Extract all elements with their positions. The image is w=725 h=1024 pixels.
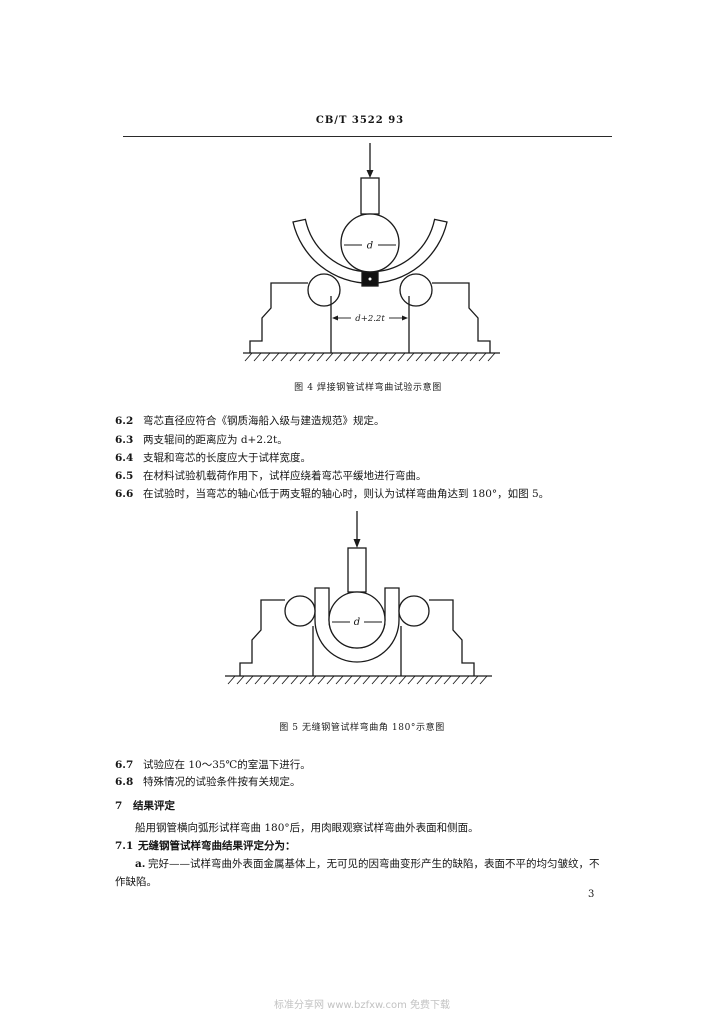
clause-number: 6.3 — [115, 434, 134, 446]
clause-text: 弯芯直径应符合《钢质海船入级与建造规范》规定。 — [143, 415, 385, 427]
support-roller-left — [307, 273, 341, 307]
clause-number: 6.4 — [115, 452, 134, 464]
figure-5-caption: 图 5 无缝钢管试样弯曲角 180°示意图 — [279, 723, 445, 733]
span-dimension-label: d+2.2t — [355, 314, 385, 324]
clause-6-6: 6.6 在试验时，当弯芯的轴心低于两支辊的轴心时，则认为试样弯曲角达到 180°，… — [115, 487, 549, 501]
span-arrowhead-left — [332, 315, 338, 321]
item-a-line-1: a.完好——试样弯曲外表面金属基体上，无可见的因弯曲变形产生的缺陷，表面不平的均… — [135, 857, 600, 871]
clause-text: 在材料试验机载荷作用下，试样应绕着弯芯平缓地进行弯曲。 — [143, 470, 427, 482]
section-number: 7 — [115, 800, 123, 812]
clause-6-7: 6.7 试验应在 10～35℃的室温下进行。 — [115, 758, 311, 772]
clause-number: 6.5 — [115, 470, 134, 482]
standard-code-header: CB/T 3522 93 — [315, 115, 405, 126]
mandrel-diameter-label: d — [354, 617, 360, 628]
support-base — [239, 599, 475, 676]
span-arrowhead-right — [402, 315, 408, 321]
figure-4-caption: 图 4 焊接钢管试样弯曲试验示意图 — [294, 383, 442, 393]
support-roller-right — [399, 273, 433, 307]
page-number: 3 — [588, 889, 595, 900]
clause-text: 支辊和弯芯的长度应大于试样宽度。 — [143, 452, 311, 464]
figure-4-diagram: d d+2.2t — [243, 143, 500, 362]
weld-seam-dot — [368, 277, 372, 281]
clause-number: 6.7 — [115, 759, 134, 771]
support-roller-left — [284, 595, 316, 627]
item-text: 完好——试样弯曲外表面金属基体上，无可见的因弯曲变形产生的缺陷，表面不平的均匀皱… — [148, 858, 600, 870]
section-title: 结果评定 — [133, 800, 175, 812]
clause-number: 7.1 — [115, 840, 134, 852]
clause-6-4: 6.4 支辊和弯芯的长度应大于试样宽度。 — [115, 451, 311, 465]
load-arrowhead — [366, 170, 374, 178]
clause-6-3: 6.3 两支辊间的距离应为 d+2.2t。 — [115, 433, 288, 447]
clause-number: 6.8 — [115, 776, 134, 788]
support-base — [249, 282, 491, 353]
clause-text: 无缝钢管试样弯曲结果评定分为： — [138, 840, 296, 852]
clause-number: 6.2 — [115, 415, 134, 427]
mandrel-diameter-label: d — [367, 241, 373, 252]
load-arrowhead — [353, 539, 361, 548]
section-7-intro: 船用钢管横向弧形试样弯曲 180°后，用肉眼观察试样弯曲外表面和侧面。 — [135, 822, 479, 834]
footer-watermark: 标准分享网 www.bzfxw.com 免费下载 — [274, 1000, 450, 1011]
arc-specimen — [292, 218, 448, 284]
loading-rod — [347, 547, 367, 593]
clause-text: 试验应在 10～35℃的室温下进行。 — [143, 759, 311, 771]
item-label: a. — [135, 858, 146, 870]
loading-rod — [360, 177, 380, 215]
clause-text: 特殊情况的试验条件按有关规定。 — [143, 776, 301, 788]
support-roller-right — [398, 595, 430, 627]
clause-7-1: 7.1 无缝钢管试样弯曲结果评定分为： — [115, 839, 296, 853]
header-rule — [123, 136, 612, 137]
section-7-heading: 7 结果评定 — [115, 799, 175, 813]
figure-5-diagram: d — [225, 511, 492, 685]
ground-hatch — [227, 675, 488, 685]
clause-6-8: 6.8 特殊情况的试验条件按有关规定。 — [115, 775, 301, 789]
clause-number: 6.6 — [115, 488, 134, 500]
clause-6-5: 6.5 在材料试验机载荷作用下，试样应绕着弯芯平缓地进行弯曲。 — [115, 469, 427, 483]
clause-text: 在试验时，当弯芯的轴心低于两支辊的轴心时，则认为试样弯曲角达到 180°，如图 … — [143, 488, 550, 500]
clause-6-2: 6.2 弯芯直径应符合《钢质海船入级与建造规范》规定。 — [115, 414, 385, 428]
mandrel — [328, 591, 386, 649]
clause-text: 两支辊间的距离应为 d+2.2t。 — [143, 434, 288, 446]
item-a-line-2: 作缺陷。 — [115, 876, 157, 888]
ground-hatch — [244, 352, 496, 362]
